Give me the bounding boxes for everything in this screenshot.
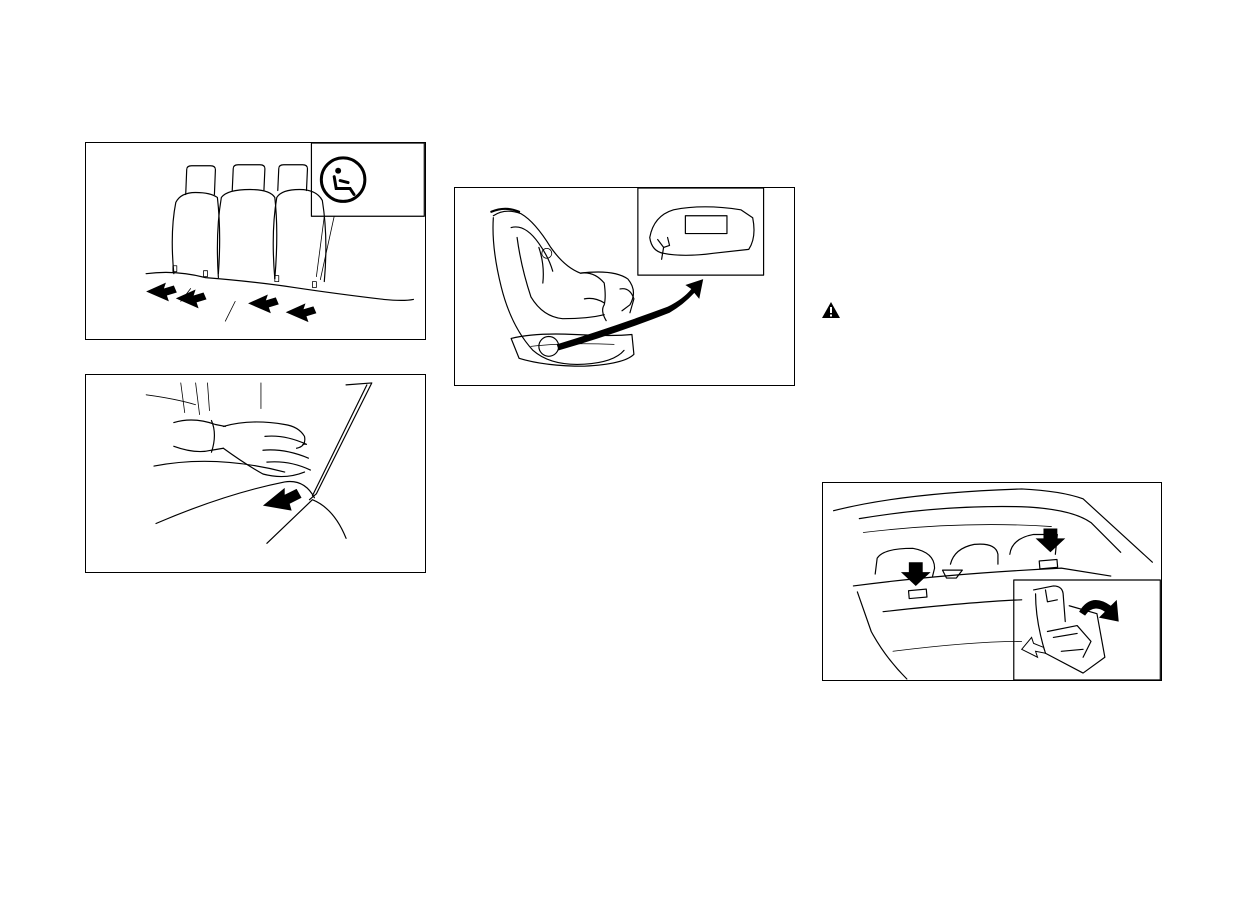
seatback-left (172, 192, 219, 273)
figure-anchor-access-by-hand (85, 374, 426, 573)
headrest-center (232, 165, 265, 191)
seats-illustration (86, 143, 425, 339)
push-arrow-icon (146, 283, 316, 323)
seatback-right (273, 190, 326, 282)
rear-shelf-illustration (823, 483, 1161, 680)
push-arrow-icon (263, 488, 302, 511)
headrest-center (950, 544, 998, 564)
headrest-left (186, 166, 216, 195)
inset-box (638, 188, 764, 275)
child-seat-illustration (455, 188, 794, 385)
figure-rear-shelf-tether-points (822, 482, 1162, 681)
figure-child-seat-attachment (454, 187, 795, 386)
hand-illustration (86, 375, 425, 572)
headrest-right (278, 165, 308, 191)
child-seat-anchor-icon (321, 158, 365, 202)
connector-detail (650, 207, 754, 259)
lift-arrow-icon (1079, 600, 1119, 622)
sleeve (174, 420, 225, 427)
warning-triangle-icon (821, 301, 841, 319)
tether-cover-right (1039, 559, 1057, 568)
seatback-center (217, 190, 276, 279)
figure-isofix-anchor-points (85, 142, 426, 340)
headrest-left (875, 548, 934, 576)
curved-arrow-icon (557, 279, 704, 350)
tether-cover-left (909, 589, 927, 598)
anchor-marks (173, 266, 317, 288)
tether-cover-icon (1034, 586, 1105, 673)
